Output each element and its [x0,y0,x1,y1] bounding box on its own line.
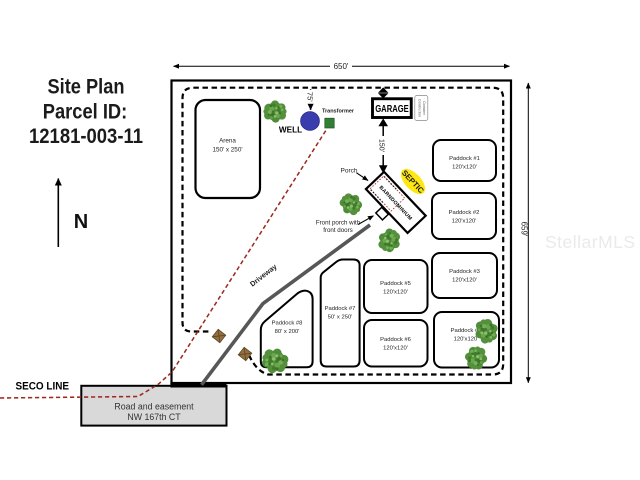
svg-text:Construction: Construction [417,99,421,117]
svg-text:SECO LINE: SECO LINE [16,381,70,393]
svg-text:Paddock #7: Paddock #7 [325,306,356,312]
svg-text:Transformer: Transformer [322,109,355,115]
svg-text:650': 650' [334,62,349,71]
svg-text:GARAGE: GARAGE [375,104,409,115]
svg-text:50' x 250': 50' x 250' [328,315,353,321]
svg-text:150' x 250': 150' x 250' [212,147,242,154]
svg-text:StellarMLS: StellarMLS [545,232,636,252]
svg-text:120'x120': 120'x120' [452,165,477,171]
svg-text:120'x120': 120'x120' [452,219,477,225]
svg-text:Parcel ID:: Parcel ID: [43,100,128,123]
svg-text:front doors: front doors [323,227,353,234]
svg-text:Arena: Arena [219,138,236,145]
svg-text:12181-003-11: 12181-003-11 [29,125,143,148]
svg-text:659': 659' [520,222,529,237]
svg-text:Paddock #3: Paddock #3 [449,269,480,275]
svg-text:Road and easement: Road and easement [114,401,194,411]
svg-text:NW 167th CT: NW 167th CT [127,412,181,422]
svg-text:Paddock #2: Paddock #2 [449,210,480,216]
svg-text:120'x120': 120'x120' [454,337,479,343]
svg-text:Site Plan: Site Plan [48,76,125,99]
svg-text:WELL: WELL [279,125,302,134]
svg-text:80' x 200': 80' x 200' [275,329,300,335]
svg-text:Paddock #8: Paddock #8 [272,321,303,327]
svg-text:120'x120': 120'x120' [383,346,408,352]
svg-text:75': 75' [306,92,315,102]
svg-text:120'x120': 120'x120' [452,278,477,284]
svg-text:N: N [74,211,88,233]
svg-text:Front porch with: Front porch with [316,220,361,227]
svg-text:Porch: Porch [341,168,358,175]
svg-text:Paddock #4: Paddock #4 [451,328,483,334]
svg-text:150': 150' [377,139,384,152]
svg-text:Paddock #1: Paddock #1 [449,156,480,162]
svg-text:Container: Container [422,101,426,116]
svg-text:Paddock #6: Paddock #6 [380,337,411,343]
svg-text:120'x120': 120'x120' [383,290,408,296]
svg-text:Paddock #5: Paddock #5 [380,281,411,287]
